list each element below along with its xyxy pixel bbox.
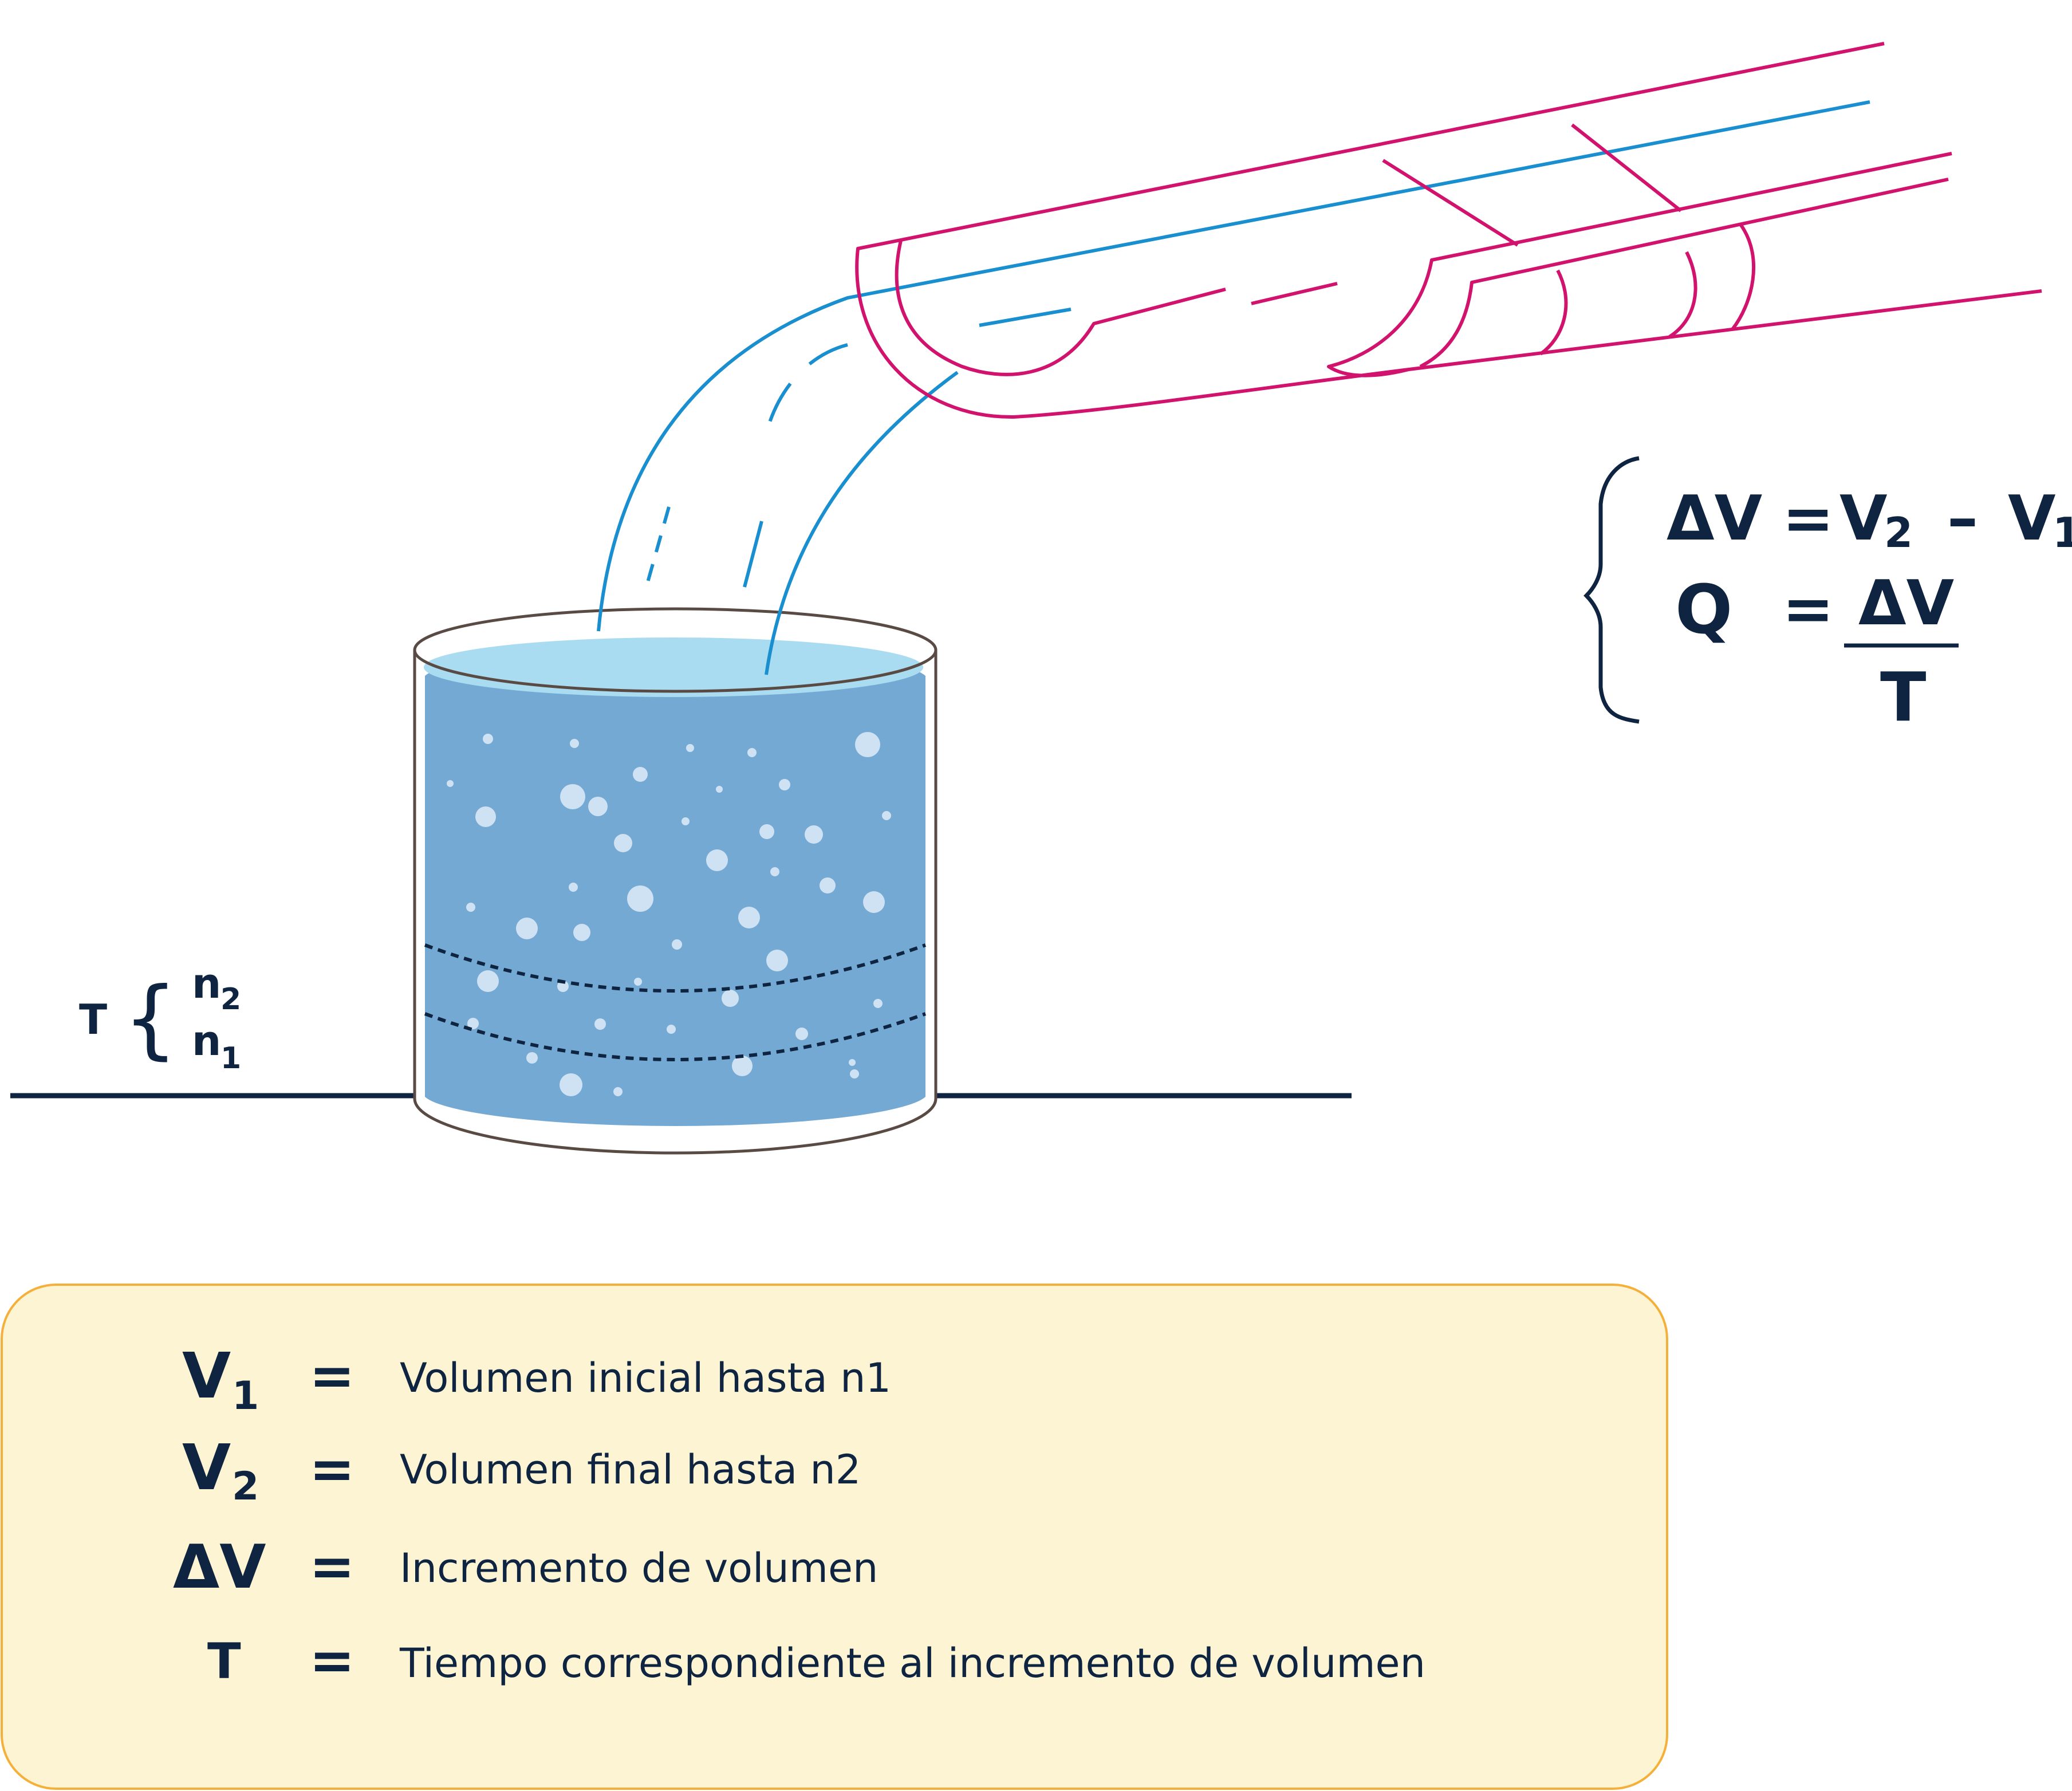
- minus-sign: –: [1947, 483, 1978, 554]
- legend-equals: =: [309, 1438, 355, 1501]
- formula-line-1: ΔV = V 2 – V 1: [1667, 483, 2072, 557]
- level-brace: {: [123, 969, 178, 1069]
- level-n1-subscript: 1: [220, 1041, 241, 1076]
- formula-brace: [1583, 456, 1640, 724]
- level-line-n1: [424, 1012, 927, 1061]
- v2-base: V: [1839, 483, 1888, 554]
- level-marker: T { n 2 n 1: [79, 959, 241, 1076]
- pipe-icon: [855, 42, 2042, 419]
- legend-symbol: ΔV: [173, 1532, 266, 1602]
- legend-box: V 1 = Volumen inicial hasta n1 V 2 = Vol…: [1, 1284, 1668, 1790]
- legend-symbol-subscript: 1: [232, 1373, 259, 1419]
- legend-description: Incremento de volumen: [400, 1545, 878, 1592]
- water-stream-icon: [597, 100, 1870, 675]
- legend-description: Volumen final hasta n2: [400, 1446, 861, 1493]
- legend-equals: =: [309, 1536, 355, 1599]
- legend-description: Tiempo correspondiente al incremento de …: [399, 1640, 1425, 1687]
- legend-row-v1: V 1 = Volumen inicial hasta n1: [182, 1339, 891, 1419]
- v2-subscript: 2: [1884, 509, 1913, 557]
- level-n2-base: n: [192, 959, 221, 1007]
- v1-base: V: [2008, 483, 2056, 554]
- q-label: Q: [1675, 570, 1732, 649]
- fraction-numerator: ΔV: [1858, 568, 1955, 639]
- delta-v-label: ΔV: [1667, 483, 1763, 554]
- legend-symbol: T: [207, 1633, 241, 1690]
- legend-equals: =: [309, 1629, 355, 1692]
- equals-sign-1: =: [1782, 483, 1834, 554]
- legend-description: Volumen inicial hasta n1: [400, 1355, 891, 1402]
- legend-symbol-subscript: 2: [232, 1464, 259, 1509]
- level-n1-base: n: [192, 1017, 221, 1065]
- level-line-n2: [424, 943, 927, 993]
- legend-row-delta-v: ΔV = Incremento de volumen: [173, 1532, 878, 1602]
- level-time-label: T: [79, 995, 107, 1044]
- water-body: [425, 646, 925, 1127]
- bubbles: [447, 732, 891, 1096]
- legend-row-t: T = Tiempo correspondiente al incremento…: [207, 1629, 1425, 1692]
- legend-symbol: V: [182, 1431, 231, 1504]
- level-n2-subscript: 2: [220, 982, 241, 1017]
- legend-row-v2: V 2 = Volumen final hasta n2: [182, 1431, 861, 1509]
- equals-sign-2: =: [1782, 573, 1834, 645]
- water-surface: [424, 637, 923, 697]
- container-outline: [413, 650, 937, 1155]
- legend-equals: =: [309, 1345, 355, 1408]
- legend-symbol: V: [182, 1339, 231, 1412]
- fraction-denominator: T: [1880, 658, 1927, 737]
- legend-background: [1, 1284, 1668, 1790]
- formula-block: ΔV = V 2 – V 1 Q = ΔV T: [1583, 456, 2072, 737]
- container-rim: [413, 607, 937, 693]
- formula-line-2: Q = ΔV T: [1675, 568, 1959, 737]
- container-icon: [413, 607, 937, 1155]
- v1-subscript: 1: [2053, 509, 2072, 557]
